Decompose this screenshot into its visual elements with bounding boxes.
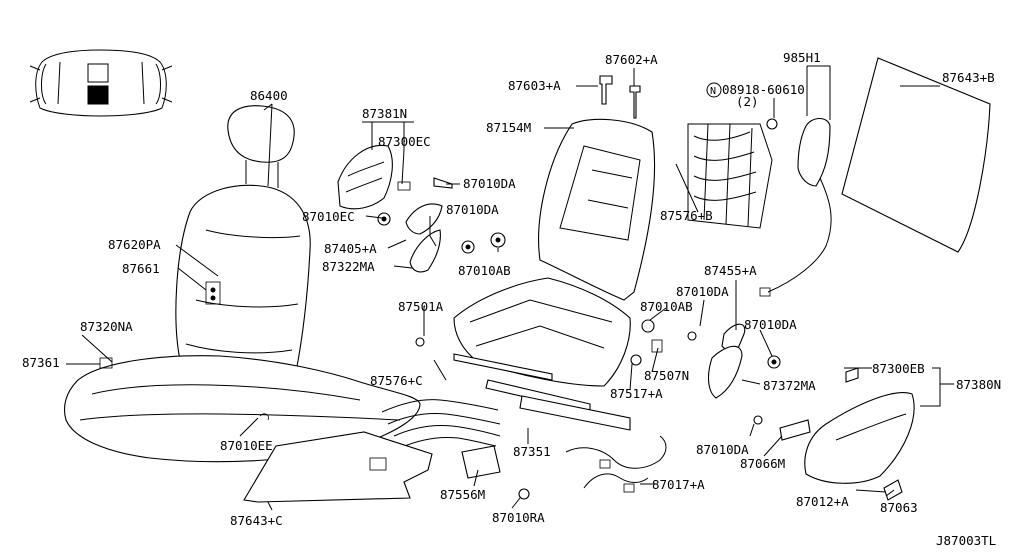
- label-87661: 87661: [122, 261, 160, 276]
- label-86400: 86400: [250, 88, 288, 103]
- clip-87010EE: [259, 413, 269, 421]
- lever-cover-87372MA: [687, 323, 781, 399]
- label-87602A: 87602+A: [605, 52, 658, 67]
- label-87351: 87351: [513, 444, 551, 459]
- label-87010DA: 87010DA: [676, 284, 729, 299]
- label-87380N: 87380N: [956, 377, 1001, 392]
- label-87066M: 87066M: [740, 456, 785, 471]
- label-87010DA: 87010DA: [463, 176, 516, 191]
- label-87620PA: 87620PA: [108, 237, 161, 252]
- label-87372MA: 87372MA: [763, 378, 816, 393]
- label-87507N: 87507N: [644, 368, 689, 383]
- label-87501A: 87501A: [398, 299, 444, 314]
- nut-symbol-icon: N: [710, 86, 716, 97]
- seat-cushion-frame-87351: [453, 232, 663, 431]
- diagram-code: J87003TL: [936, 533, 996, 548]
- label-87010RA: 87010RA: [492, 510, 545, 525]
- outer-side-cover-87380N: [753, 367, 915, 501]
- under-board-87643C: [243, 431, 433, 503]
- label-87322MA: 87322MA: [322, 259, 375, 274]
- vehicle-locator-icon: [29, 49, 173, 117]
- label-87010AB: 87010AB: [458, 263, 511, 278]
- side-cover-87381N: [337, 144, 475, 273]
- label-87576B: 87576+B: [660, 208, 713, 223]
- label-87063: 87063: [880, 500, 918, 515]
- wire-harness-87017A: [565, 435, 667, 493]
- part-labels: 86400 87381N 87300EC 87010DA 87010EC 870…: [22, 50, 1001, 548]
- label-87455A: 87455+A: [704, 263, 757, 278]
- label-87010DA: 87010DA: [696, 442, 749, 457]
- side-airbag-985H1: [759, 117, 832, 297]
- label-87010DA: 87010DA: [446, 202, 499, 217]
- label-87017A: 87017+A: [652, 477, 705, 492]
- label-87603A: 87603+A: [508, 78, 561, 93]
- bracket-87556M: [461, 445, 530, 500]
- label-87576C: 87576+C: [370, 373, 423, 388]
- label-87154M: 87154M: [486, 120, 531, 135]
- back-board-87643B: [841, 57, 991, 253]
- label-87320NA: 87320NA: [80, 319, 133, 334]
- label-87361: 87361: [22, 355, 60, 370]
- label-87010DA: 87010DA: [744, 317, 797, 332]
- label-87643C: 87643+C: [230, 513, 283, 528]
- label-87012A: 87012+A: [796, 494, 849, 509]
- label-87405A: 87405+A: [324, 241, 377, 256]
- label-87300EB: 87300EB: [872, 361, 925, 376]
- headrest-86400: [227, 105, 295, 188]
- leader-lines: [66, 65, 954, 511]
- label-87643B: 87643+B: [942, 70, 995, 85]
- label-08918-qty: (2): [736, 94, 759, 109]
- label-985H1: 985H1: [783, 50, 821, 65]
- cushion-spring-87576C: [381, 337, 501, 449]
- label-87300EC: 87300EC: [378, 134, 431, 149]
- seat-back-spring-87576B: [687, 123, 773, 229]
- label-08918-60610: 08918-60610: [722, 82, 805, 97]
- label-87556M: 87556M: [440, 487, 485, 502]
- label-87517A: 87517+A: [610, 386, 663, 401]
- label-87010EC: 87010EC: [302, 209, 355, 224]
- label-87010EE: 87010EE: [220, 438, 273, 453]
- seat-back-frame-87154M: [538, 75, 656, 301]
- seat-cushion-trim-87320NA: [63, 355, 421, 463]
- label-87381N: 87381N: [362, 106, 407, 121]
- label-87010AB: 87010AB: [640, 299, 693, 314]
